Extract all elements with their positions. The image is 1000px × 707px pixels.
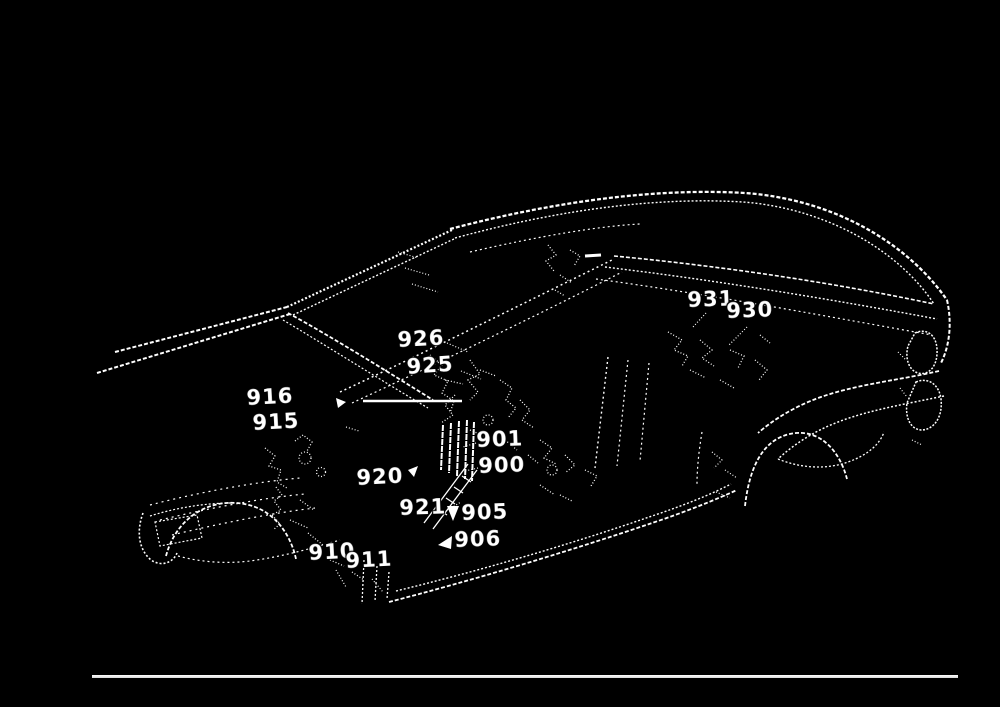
- pointer-arrow-icon: [336, 398, 459, 549]
- door-internals-cluster: [667, 331, 771, 389]
- beltline-lines: [595, 255, 938, 336]
- ground-baseline: [92, 675, 958, 678]
- part-label-901: 901: [475, 426, 524, 452]
- part-label-905: 905: [460, 499, 509, 525]
- roofline: [449, 190, 948, 305]
- a-pillar-spear-lines: [96, 229, 457, 374]
- part-label-925: 925: [405, 351, 455, 379]
- part-label-915: 915: [251, 408, 300, 435]
- front-bumper-lines: [757, 370, 945, 468]
- rear-end: [138, 477, 341, 565]
- part-label-920: 920: [355, 463, 404, 490]
- part-label-911: 911: [344, 546, 393, 573]
- part-label-930: 930: [725, 297, 774, 323]
- part-label-926: 926: [396, 325, 445, 352]
- pillar-columns: [594, 356, 650, 469]
- part-label-900: 900: [477, 452, 526, 478]
- part-label-906: 906: [453, 526, 502, 552]
- rear-pillar-lines: [282, 312, 434, 409]
- front-wheel-arch: [696, 431, 848, 507]
- part-label-921: 921: [398, 494, 447, 520]
- door-top-lines: [339, 258, 623, 404]
- engine-bay-cluster: [429, 354, 539, 464]
- bright-details: [363, 253, 602, 530]
- mid-parts-cluster: [539, 439, 598, 502]
- hinge-cluster: [397, 244, 581, 297]
- front-nose: [897, 299, 951, 446]
- rear-mechanical-cluster: [264, 434, 365, 581]
- leader-lines: [335, 312, 748, 593]
- part-label-916: 916: [245, 383, 294, 410]
